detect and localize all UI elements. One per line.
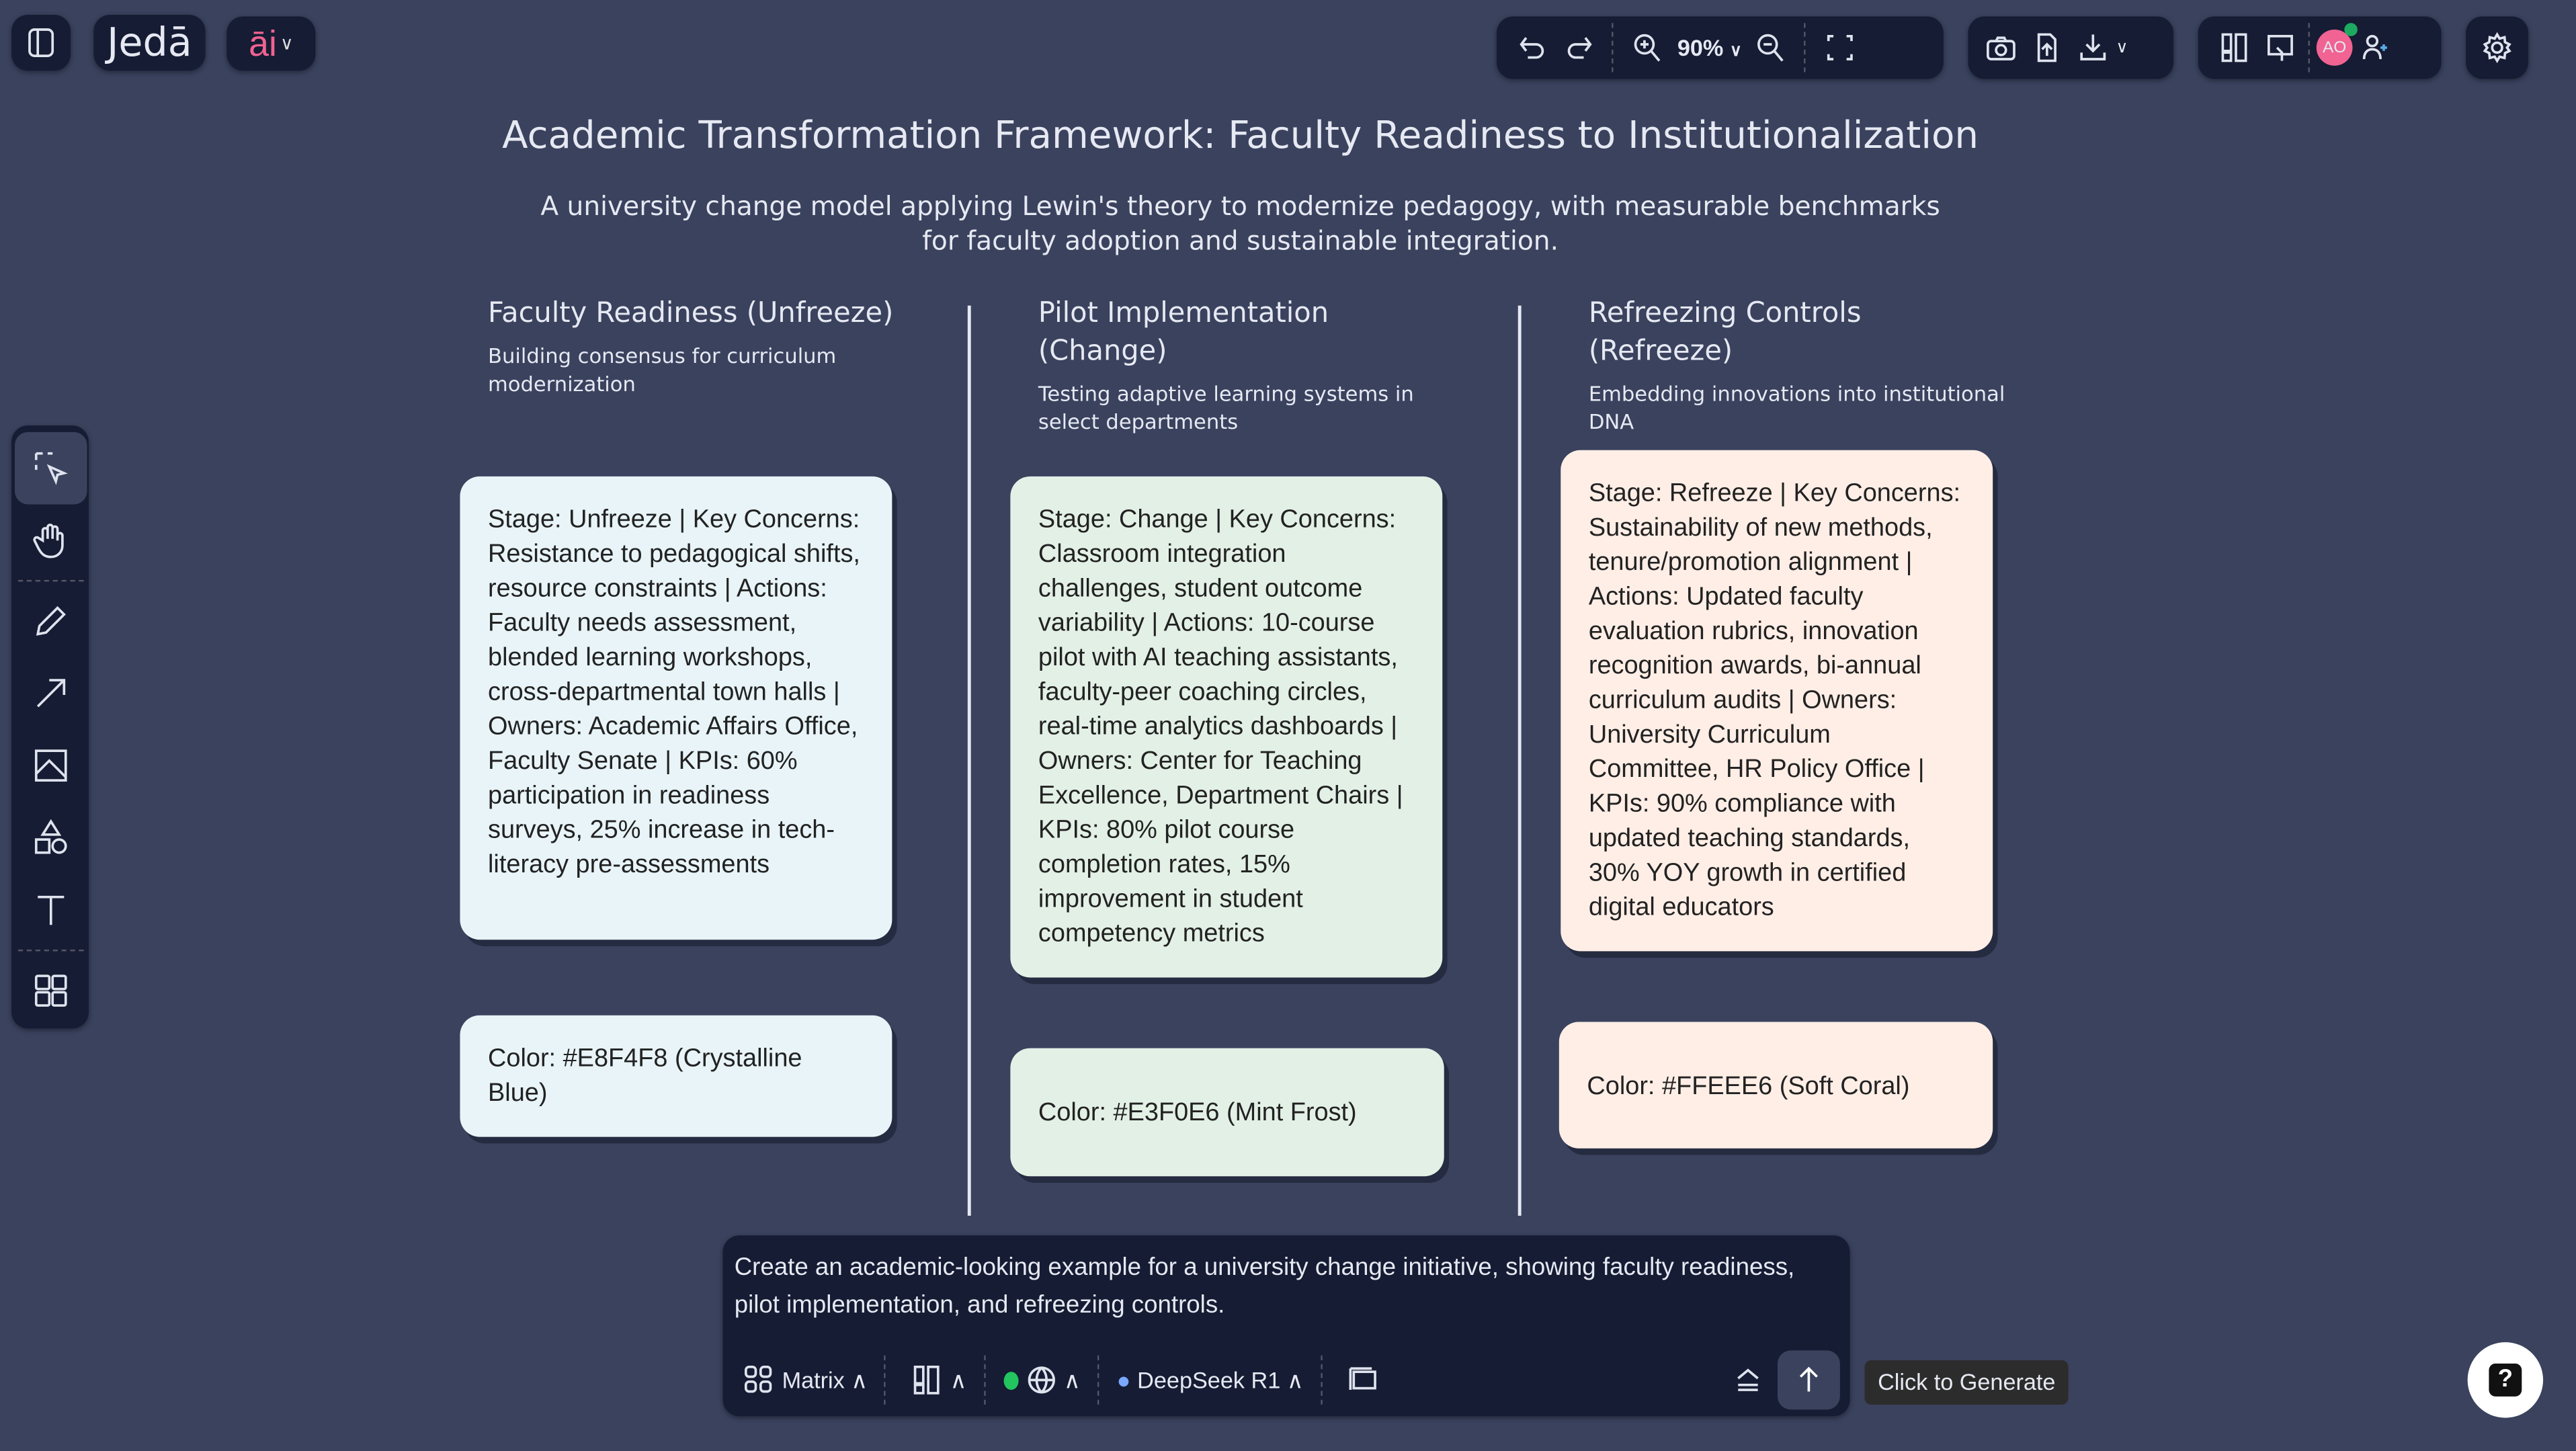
- column-subtitle: Embedding innovations into institutional…: [1588, 381, 2005, 434]
- shapes-tool[interactable]: [14, 802, 87, 874]
- layout-icon: [904, 1357, 950, 1403]
- generate-button[interactable]: [1777, 1350, 1840, 1410]
- chevron-up-icon: ∧: [1286, 1366, 1304, 1393]
- download-icon[interactable]: [2070, 25, 2116, 71]
- arrow-icon: [36, 679, 65, 708]
- column-heading: Pilot Implementation (Change): [1038, 297, 1329, 368]
- model-dropdown[interactable]: ●DeepSeek R1 ∧: [1116, 1366, 1304, 1393]
- settings-button[interactable]: [2466, 16, 2529, 79]
- stage-card-refreeze[interactable]: Stage: Refreeze | Key Concerns: Sustaina…: [1561, 450, 1993, 952]
- tools-sidebar: [11, 425, 89, 1029]
- chevron-down-icon: ∨: [1729, 42, 1742, 61]
- text-icon: [37, 895, 64, 925]
- select-icon: [34, 452, 67, 485]
- generate-tooltip: Click to Generate: [1864, 1360, 2069, 1405]
- layout-dropdown[interactable]: Matrix ∧: [736, 1357, 868, 1403]
- pencil-tool[interactable]: [14, 585, 87, 657]
- pencil-icon: [35, 606, 65, 636]
- prompt-input[interactable]: Create an academic-looking example for a…: [734, 1253, 1795, 1319]
- chat-icon[interactable]: [1340, 1357, 1386, 1403]
- view-dropdown[interactable]: ∧: [904, 1357, 967, 1403]
- image-icon: [34, 749, 67, 782]
- present-icon[interactable]: [2257, 25, 2303, 71]
- grid-icon: [34, 975, 67, 1007]
- color-card-refreeze[interactable]: Color: #FFEEE6 (Soft Coral): [1559, 1022, 1993, 1149]
- chevron-up-icon: ∧: [950, 1366, 967, 1393]
- shapes-icon: [34, 819, 67, 854]
- deepseek-icon: ●: [1116, 1366, 1131, 1393]
- text-tool[interactable]: [14, 874, 87, 946]
- color-card-change[interactable]: Color: #E3F0E6 (Mint Frost): [1010, 1048, 1444, 1177]
- stage-card-unfreeze[interactable]: Stage: Unfreeze | Key Concerns: Resistan…: [460, 476, 892, 940]
- column-header-unfreeze: Faculty Readiness (Unfreeze) Building co…: [488, 296, 907, 398]
- chevron-up-icon: ∧: [851, 1366, 868, 1393]
- matrix-icon: [736, 1357, 782, 1403]
- column-subtitle: Building consensus for curriculum modern…: [488, 343, 837, 397]
- ai-menu-button[interactable]: āi∨: [226, 16, 316, 71]
- redo-icon[interactable]: [1556, 25, 1602, 71]
- image-tool[interactable]: [14, 729, 87, 802]
- column-subtitle: Testing adaptive learning systems in sel…: [1038, 381, 1414, 434]
- gear-icon: [2474, 25, 2520, 71]
- chevron-down-icon[interactable]: ∨: [2116, 38, 2128, 57]
- upload-file-icon[interactable]: [2024, 25, 2070, 71]
- arrow-up-icon: [1786, 1357, 1831, 1403]
- chevron-up-icon: ∧: [1063, 1366, 1081, 1393]
- undo-icon[interactable]: [1509, 25, 1555, 71]
- layout-icon[interactable]: [2211, 25, 2257, 71]
- sidebar-toggle-button[interactable]: [11, 15, 71, 71]
- online-indicator: [2344, 23, 2358, 36]
- avatar[interactable]: AO: [2316, 23, 2358, 66]
- collab-toolbar: AO: [2198, 16, 2442, 79]
- column-heading: Faculty Readiness (Unfreeze): [488, 297, 894, 331]
- zoom-out-icon[interactable]: [1749, 25, 1794, 71]
- prompt-panel: Create an academic-looking example for a…: [722, 1235, 1850, 1417]
- hand-tool[interactable]: [14, 504, 87, 577]
- color-card-unfreeze[interactable]: Color: #E8F4F8 (Crystalline Blue): [460, 1015, 892, 1137]
- templates-tool[interactable]: [14, 954, 87, 1027]
- zoom-level-dropdown[interactable]: 90% ∨: [1677, 34, 1742, 61]
- hand-icon: [32, 524, 63, 558]
- globe-icon: [1017, 1357, 1063, 1403]
- camera-icon[interactable]: [1978, 25, 2024, 71]
- zoom-in-icon[interactable]: [1625, 25, 1671, 71]
- add-user-icon[interactable]: [2353, 25, 2399, 71]
- history-zoom-toolbar: 90% ∨: [1496, 16, 1944, 79]
- help-button[interactable]: ?: [2467, 1342, 2544, 1418]
- fullscreen-icon[interactable]: [1817, 25, 1863, 71]
- expand-options-icon[interactable]: [1725, 1357, 1771, 1403]
- web-search-dropdown[interactable]: ∧: [1003, 1357, 1081, 1403]
- column-heading: Refreezing Controls (Refreeze): [1588, 297, 1862, 368]
- stage-card-change[interactable]: Stage: Change | Key Concerns: Classroom …: [1010, 476, 1443, 978]
- jeda-logo[interactable]: Jedā: [93, 15, 206, 71]
- export-toolbar: ∨: [1968, 16, 2174, 79]
- column-header-refreeze: Refreezing Controls (Refreeze) Embedding…: [1589, 296, 2007, 436]
- status-dot: [1003, 1370, 1018, 1389]
- chevron-down-icon: ∨: [280, 34, 294, 54]
- select-tool[interactable]: [13, 431, 87, 505]
- canvas-title: Academic Transformation Framework: Facul…: [502, 115, 1979, 158]
- column-divider: [1518, 305, 1522, 1216]
- arrow-tool[interactable]: [14, 657, 87, 730]
- sidebar-icon: [18, 19, 64, 65]
- column-header-change: Pilot Implementation (Change) Testing ad…: [1038, 296, 1457, 436]
- help-icon: ?: [2489, 1363, 2522, 1397]
- canvas-subtitle: A university change model applying Lewin…: [540, 190, 1940, 257]
- column-divider: [967, 305, 971, 1216]
